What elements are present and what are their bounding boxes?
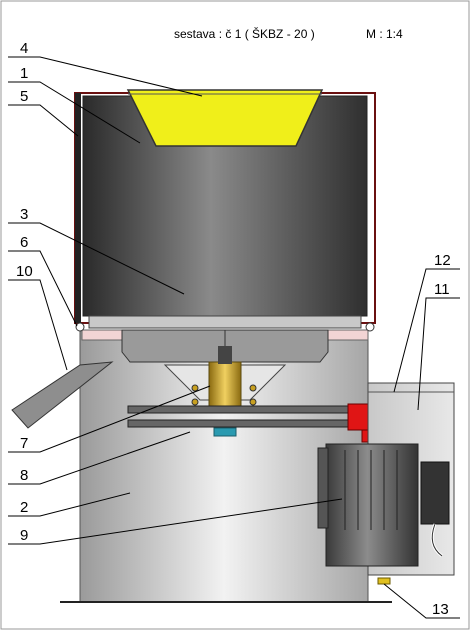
bolt: [249, 398, 257, 406]
callout-10: 10: [16, 263, 33, 280]
hopper: [126, 89, 324, 147]
seal-bolt-right: [365, 322, 375, 332]
callout-7: 7: [20, 435, 28, 452]
seal-bolt-left: [75, 322, 85, 332]
grinding-plate: [88, 315, 362, 329]
callout-12: 12: [434, 252, 451, 269]
motor-body: [325, 443, 419, 567]
belt-lower: [127, 419, 379, 428]
callout-8: 8: [20, 467, 28, 484]
bearing-nut: [213, 427, 237, 437]
outlet-chute: [11, 361, 114, 429]
leader-lines: [8, 56, 460, 619]
power-cable-outline: [431, 523, 443, 557]
drain-tap: [377, 577, 391, 585]
belt-upper: [127, 405, 379, 414]
scale-label: M : 1:4: [366, 27, 403, 41]
callout-5: 5: [20, 88, 28, 105]
main-shaft: [208, 361, 242, 413]
callout-1: 1: [20, 65, 28, 82]
callout-2: 2: [20, 499, 28, 516]
callout-9: 9: [20, 527, 28, 544]
shaft-nut: [218, 346, 232, 364]
bolt: [249, 384, 257, 392]
casing-left-wall: [75, 93, 81, 323]
callout-4: 4: [20, 40, 28, 57]
assembly-title: sestava : č 1 ( ŠKBZ - 20 ): [174, 26, 315, 41]
callout-13: 13: [432, 601, 449, 618]
callout-6: 6: [20, 234, 28, 251]
terminal-box: [420, 461, 450, 525]
motor-flange: [317, 447, 329, 529]
bolt: [191, 384, 199, 392]
callout-3: 3: [20, 206, 28, 223]
bolt: [191, 398, 199, 406]
seal-ring-left: [81, 329, 123, 341]
seal-ring-right: [327, 329, 369, 341]
callout-11: 11: [434, 281, 450, 298]
